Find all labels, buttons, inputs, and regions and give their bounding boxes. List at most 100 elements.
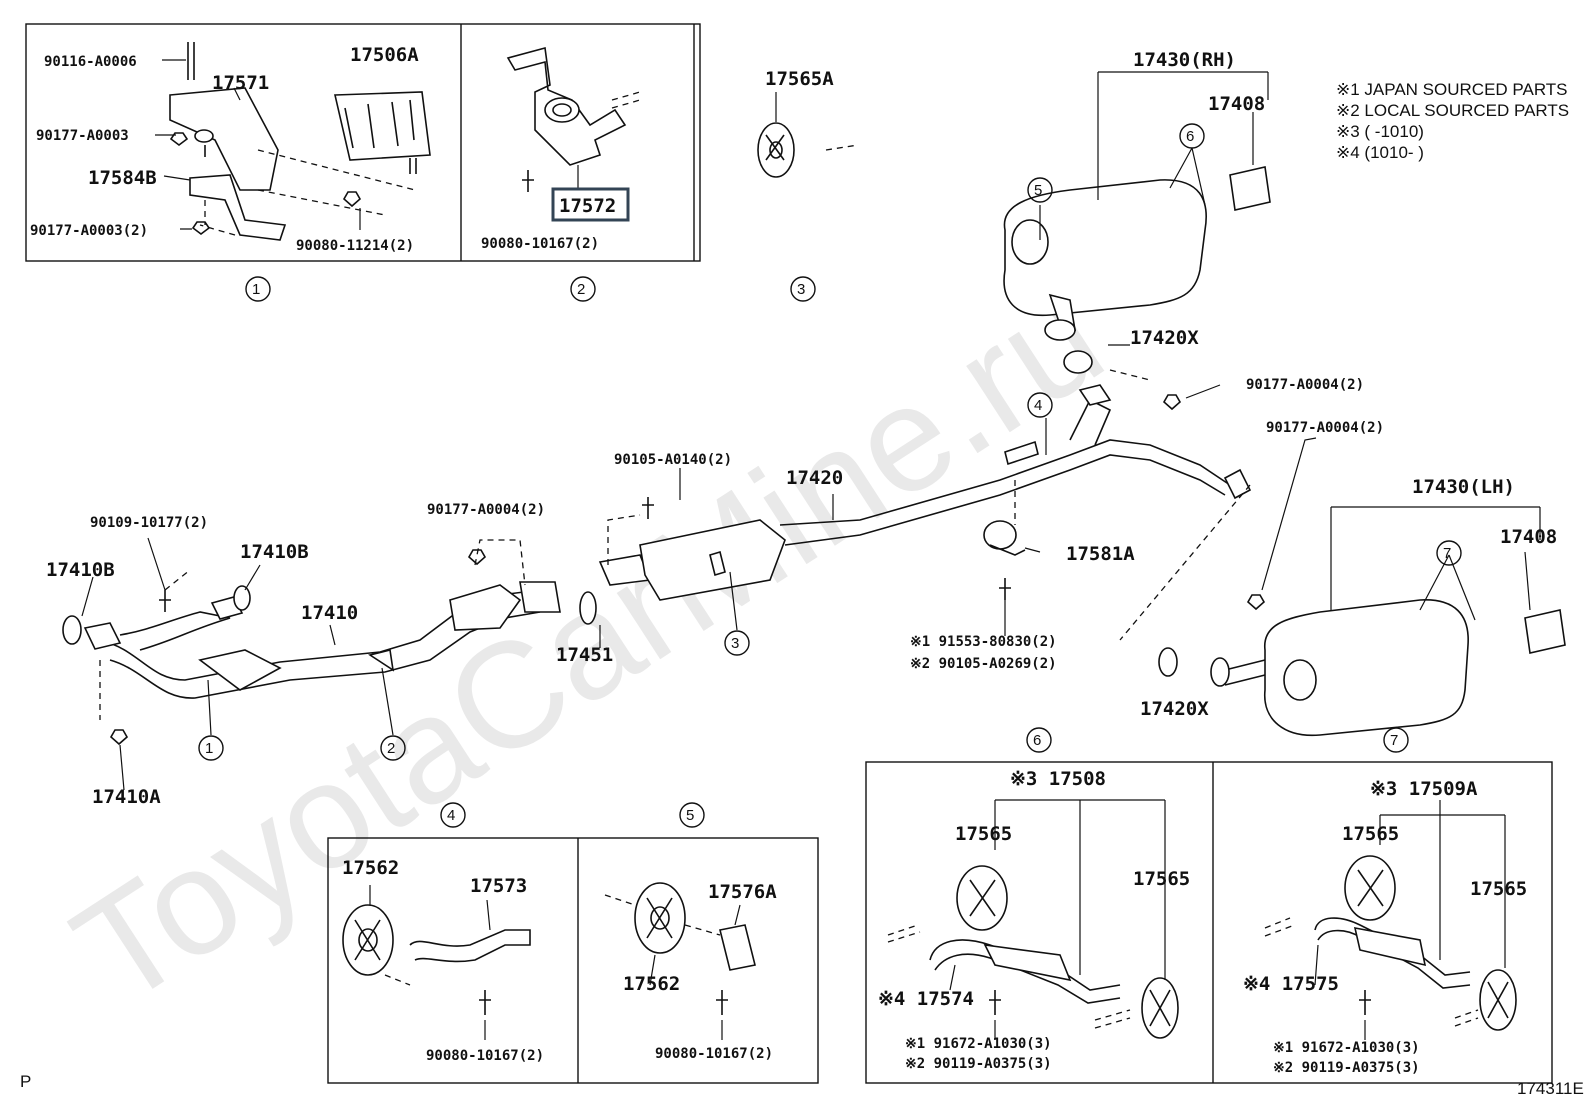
gasket-17410B-right-icon (233, 585, 251, 611)
gasket-17451-icon (579, 591, 597, 625)
label-17576A[interactable]: 17576A (708, 881, 777, 903)
label-91672-A1030-box6[interactable]: ※1 91672-A1030(3) (905, 1036, 1052, 1052)
hanger-17565A-icon (757, 122, 795, 178)
note-1: ※1 JAPAN SOURCED PARTS (1336, 80, 1568, 99)
bracket-17576A-icon (716, 924, 756, 1015)
note-3: ※3 ( -1010) (1336, 122, 1424, 141)
hanger-17565-box6-bottom-icon (1141, 977, 1179, 1039)
hanger-17562-box5-icon (634, 882, 686, 954)
label-17408-upper[interactable]: 17408 (1208, 93, 1265, 115)
exhaust-pipe-support-17572-icon (506, 46, 627, 192)
label-90080-11214[interactable]: 90080-11214(2) (296, 238, 414, 254)
detail-marker-5: 5 (686, 807, 694, 824)
label-17410B-left[interactable]: 17410B (46, 559, 115, 581)
label-90080-10167-box2[interactable]: 90080-10167(2) (481, 236, 599, 252)
label-17506A[interactable]: 17506A (350, 44, 419, 66)
marker-3-main: 3 (731, 635, 739, 652)
label-91672-A1030-box7[interactable]: ※1 91672-A1030(3) (1273, 1040, 1420, 1056)
label-17420X-upper[interactable]: 17420X (1130, 327, 1199, 349)
label-90116-A0006[interactable]: 90116-A0006 (44, 54, 137, 70)
label-90177-A0004-b[interactable]: 90177-A0004(2) (1266, 420, 1384, 436)
label-90105-A0269[interactable]: ※2 90105-A0269(2) (910, 656, 1057, 672)
label-17574[interactable]: ※4 17574 (878, 988, 974, 1010)
label-17410B-right[interactable]: 17410B (240, 541, 309, 563)
label-90080-10167-box5[interactable]: 90080-10167(2) (655, 1046, 773, 1062)
label-17565-box6-top[interactable]: 17565 (955, 823, 1012, 845)
hanger-17565-box7-top-icon (1344, 855, 1396, 921)
hanger-17565-box6-top-icon (956, 865, 1008, 931)
hanger-17565-box7-bottom-icon (1479, 969, 1517, 1031)
highlight-17572-box (551, 187, 630, 222)
marker-5-main: 5 (1034, 182, 1042, 199)
marker-7-main: 7 (1443, 545, 1451, 562)
label-17565-box7-right[interactable]: 17565 (1470, 878, 1527, 900)
label-17562-box4[interactable]: 17562 (342, 857, 399, 879)
detail-box-bottom-left (327, 837, 819, 1084)
label-17565A[interactable]: 17565A (765, 68, 834, 90)
gasket-17410B-left-icon (62, 615, 82, 645)
label-17410A[interactable]: 17410A (92, 786, 161, 808)
detail-marker-2: 2 (577, 281, 585, 298)
label-17584B[interactable]: 17584B (88, 167, 157, 189)
label-17565-box7-top[interactable]: 17565 (1342, 823, 1399, 845)
label-17420[interactable]: 17420 (786, 467, 843, 489)
bracket-17584B-icon (189, 174, 362, 241)
note-2: ※2 LOCAL SOURCED PARTS (1336, 101, 1569, 120)
front-pipe-17410-icon (83, 581, 561, 699)
bracket-17571-icon (169, 42, 279, 191)
muffler-17430RH-icon (1003, 166, 1271, 341)
marker-2-main: 2 (387, 740, 395, 757)
diagram-code: 174311E (1517, 1079, 1584, 1098)
center-pipe-17420-icon (598, 384, 1252, 601)
label-17408-lower[interactable]: 17408 (1500, 526, 1557, 548)
heat-insulator-17506A-icon (334, 91, 431, 174)
label-17572[interactable]: 17572 (559, 195, 616, 217)
detail-marker-1: 1 (252, 281, 260, 298)
label-17508[interactable]: ※3 17508 (1010, 768, 1106, 790)
label-17575[interactable]: ※4 17575 (1243, 973, 1339, 995)
label-17451[interactable]: 17451 (556, 644, 613, 666)
detail-box-bottom-right (865, 761, 1553, 1084)
hanger-17562-box4-icon (342, 904, 394, 976)
label-17562-box5[interactable]: 17562 (623, 973, 680, 995)
label-17581A[interactable]: 17581A (1066, 543, 1135, 565)
bracket-17574-icon (929, 939, 1121, 1015)
label-17571[interactable]: 17571 (212, 72, 269, 94)
marker-6-main: 6 (1186, 128, 1194, 145)
notes-block: ※1 JAPAN SOURCED PARTS ※2 LOCAL SOURCED … (1336, 80, 1569, 162)
marker-1-main: 1 (205, 740, 213, 757)
muffler-17430LH-icon (1210, 599, 1566, 737)
marker-4-main: 4 (1034, 397, 1042, 414)
bracket-17573-icon (409, 929, 531, 1015)
label-90177-A0003-2[interactable]: 90177-A0003(2) (30, 223, 148, 239)
bracket-17575-icon (1314, 917, 1471, 1015)
detail-box-top (25, 23, 701, 262)
label-90119-A0375-box6[interactable]: ※2 90119-A0375(3) (905, 1056, 1052, 1072)
detail-marker-7: 7 (1390, 732, 1398, 749)
footer-left-mark: P (20, 1072, 31, 1091)
label-91553-80830[interactable]: ※1 91553-80830(2) (910, 634, 1057, 650)
note-4: ※4 (1010- ) (1336, 143, 1424, 162)
label-90177-A0004-c[interactable]: 90177-A0004(2) (427, 502, 545, 518)
label-90177-A0004-a[interactable]: 90177-A0004(2) (1246, 377, 1364, 393)
label-90119-A0375-box7[interactable]: ※2 90119-A0375(3) (1273, 1060, 1420, 1076)
label-90109-10177[interactable]: 90109-10177(2) (90, 515, 208, 531)
gasket-17420X-upper-icon (1063, 350, 1093, 374)
gasket-17420X-lower-icon (1158, 647, 1178, 677)
label-90080-10167-box4[interactable]: 90080-10167(2) (426, 1048, 544, 1064)
detail-marker-6: 6 (1033, 732, 1041, 749)
label-17410[interactable]: 17410 (301, 602, 358, 624)
label-17430-RH[interactable]: 17430(RH) (1133, 49, 1236, 71)
label-17420X-lower[interactable]: 17420X (1140, 698, 1209, 720)
label-90177-A0003[interactable]: 90177-A0003 (36, 128, 129, 144)
detail-marker-3: 3 (797, 281, 805, 298)
label-17573[interactable]: 17573 (470, 875, 527, 897)
label-17430-LH[interactable]: 17430(LH) (1412, 476, 1515, 498)
clamp-17581A-icon (983, 520, 1026, 600)
detail-marker-4: 4 (447, 807, 455, 824)
label-90105-A0140[interactable]: 90105-A0140(2) (614, 452, 732, 468)
label-17509A[interactable]: ※3 17509A (1370, 778, 1478, 800)
label-17565-box6-right[interactable]: 17565 (1133, 868, 1190, 890)
